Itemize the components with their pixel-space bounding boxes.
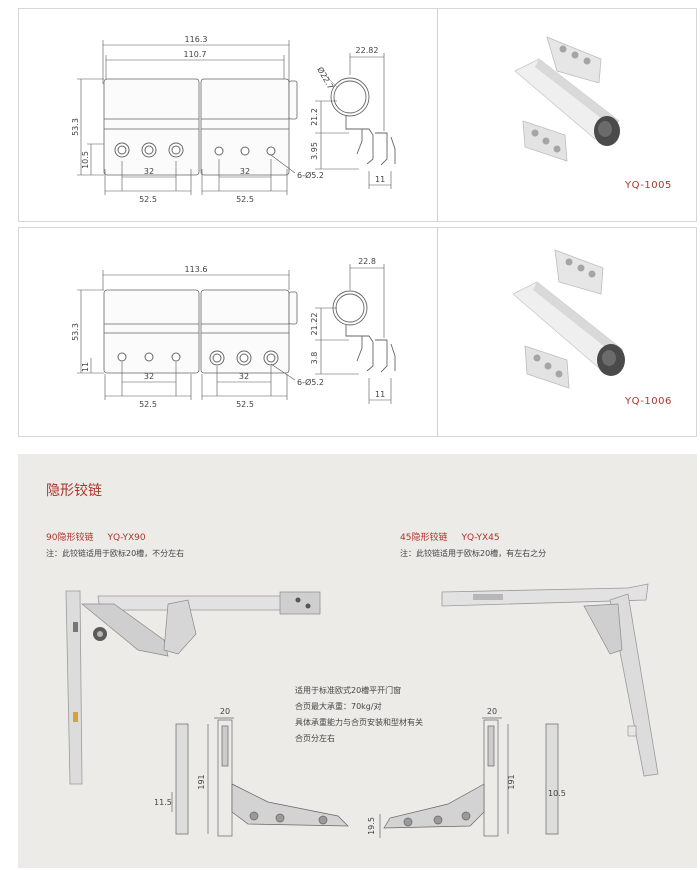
dim-offset: 11 bbox=[81, 362, 90, 372]
dim-hole-pitch-b: 32 bbox=[239, 372, 249, 381]
dim-span-b: 52.5 bbox=[236, 400, 254, 409]
yx90-note: 注：此铰链适用于欧标20槽，不分左右 bbox=[46, 549, 185, 558]
dim-height: 53.3 bbox=[71, 118, 80, 136]
yx45-name: 45隐形铰链 bbox=[400, 533, 448, 543]
yx45-dim-top: 20 bbox=[487, 707, 497, 716]
dim-holes: 6-Ø5.2 bbox=[297, 377, 324, 387]
yx45-dim-bottom: 19.5 bbox=[367, 817, 376, 835]
product-panel-yq-1005: 116.3 110.7 53.3 10.5 32 52.5 32 52.5 Ø2… bbox=[18, 8, 697, 222]
dim-side-b: 3.95 bbox=[310, 142, 319, 160]
dim-side-a: 21.22 bbox=[310, 313, 319, 336]
dim-hole-pitch-a: 32 bbox=[144, 167, 154, 176]
dim-span-b: 52.5 bbox=[236, 195, 254, 204]
dim-span-a: 52.5 bbox=[139, 400, 157, 409]
yx45-note: 注：此铰链适用于欧标20槽，有左右之分 bbox=[400, 549, 547, 558]
dim-holes: 6-Ø5.2 bbox=[297, 170, 324, 180]
dim-diameter: Ø22.7 bbox=[315, 65, 336, 91]
yx45-heading: 45隐形铰链 YQ-YX45 bbox=[400, 530, 500, 543]
model-label-1006: YQ-1006 bbox=[625, 396, 672, 407]
hinge-yx90-photo bbox=[65, 590, 321, 785]
panel-divider bbox=[437, 228, 438, 436]
spec-line: 具体承重能力与合页安装和型材有关 bbox=[295, 718, 423, 727]
hinge-yx45-photo bbox=[441, 583, 659, 777]
yx45-dim-height: 191 bbox=[507, 774, 516, 789]
yx90-name: 90隐形铰链 bbox=[46, 533, 94, 543]
hinge-drawing-1005: 116.3 110.7 53.3 10.5 32 52.5 32 52.5 Ø2… bbox=[71, 35, 620, 204]
dim-inner: 110.7 bbox=[184, 50, 207, 59]
dim-hole-pitch-b: 32 bbox=[240, 167, 250, 176]
dim-top-width: 22.82 bbox=[356, 46, 379, 55]
dim-bottom: 11 bbox=[375, 175, 385, 184]
section-title: 隐形铰链 bbox=[46, 483, 102, 499]
model-label-1005: YQ-1005 bbox=[625, 180, 672, 191]
dim-span-a: 52.5 bbox=[139, 195, 157, 204]
yx90-code: YQ-YX90 bbox=[107, 533, 146, 543]
spec-line: 适用于标准欧式20槽平开门窗 bbox=[295, 686, 402, 695]
hidden-hinge-section: 隐形铰链 90隐形铰链 YQ-YX90 注：此铰链适用于欧标20槽，不分左右 45… bbox=[18, 454, 697, 868]
dim-height: 53.3 bbox=[71, 323, 80, 341]
dim-overall: 116.3 bbox=[185, 35, 208, 44]
dim-hole-pitch-a: 32 bbox=[144, 372, 154, 381]
product-panel-yq-1006: 113.6 53.3 11 32 52.5 32 52.5 22.8 21.22… bbox=[18, 227, 697, 437]
dim-top-width: 22.8 bbox=[358, 257, 376, 266]
yx90-dim-height: 191 bbox=[197, 774, 206, 789]
yx45-code: YQ-YX45 bbox=[461, 533, 500, 543]
hidden-hinge-drawings: 20 191 11.5 20 191 10.5 19.5 bbox=[65, 583, 659, 838]
yx90-dim-top: 20 bbox=[220, 707, 230, 716]
spec-line: 合页最大承重：70kg/对 bbox=[295, 702, 382, 711]
hinge-photo-1005 bbox=[514, 36, 620, 162]
yx45-dim-offset: 10.5 bbox=[548, 789, 566, 798]
dim-offset: 10.5 bbox=[81, 151, 90, 169]
install-diagram-right bbox=[379, 717, 559, 838]
install-diagram-left bbox=[171, 717, 349, 837]
spec-line: 合页分左右 bbox=[295, 734, 335, 743]
hinge-specs: 适用于标准欧式20槽平开门窗 合页最大承重：70kg/对 具体承重能力与合页安装… bbox=[295, 683, 423, 747]
hinge-drawing-1006: 113.6 53.3 11 32 52.5 32 52.5 22.8 21.22… bbox=[71, 249, 625, 409]
dim-bottom: 11 bbox=[375, 390, 385, 399]
dim-side-b: 3.8 bbox=[310, 352, 319, 365]
panel-divider bbox=[437, 9, 438, 221]
hinge-photo-1006 bbox=[512, 249, 625, 389]
yx90-dim-offset: 11.5 bbox=[154, 798, 172, 807]
dim-side-a: 21.2 bbox=[310, 108, 319, 126]
dim-overall: 113.6 bbox=[185, 265, 208, 274]
yx90-heading: 90隐形铰链 YQ-YX90 bbox=[46, 530, 146, 543]
